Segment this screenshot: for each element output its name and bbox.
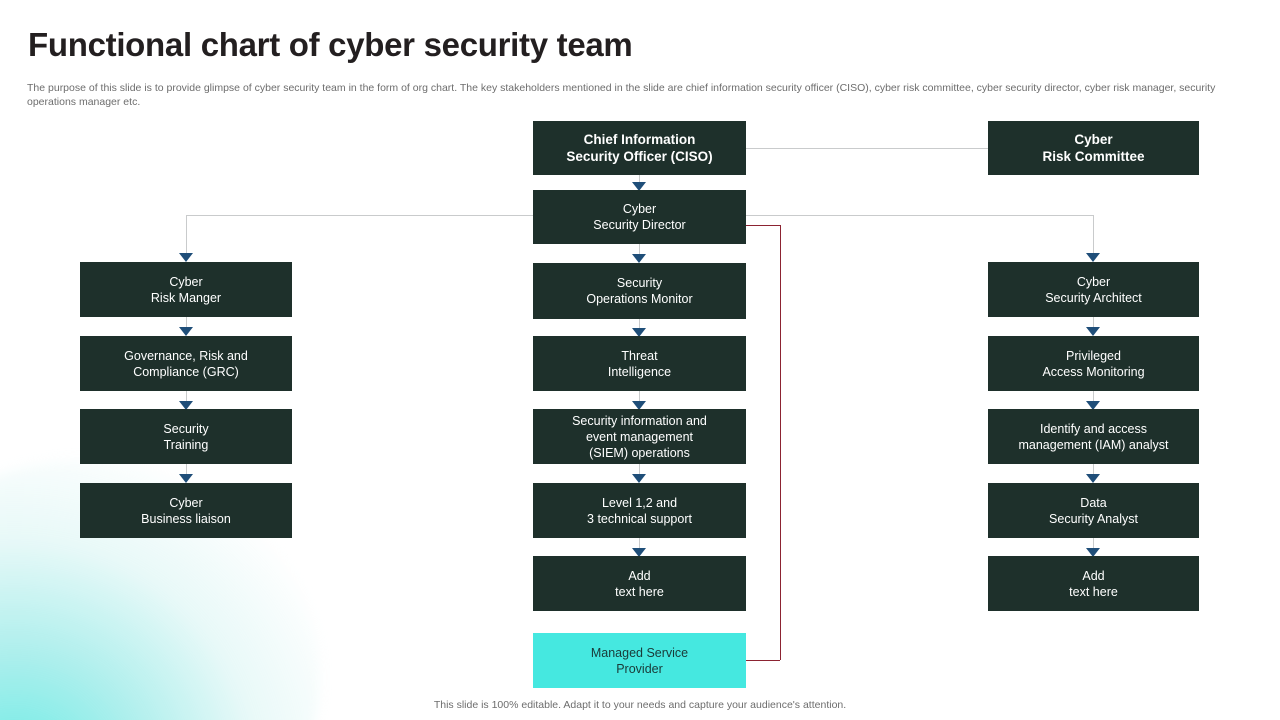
node-middle-4-label: Add text here xyxy=(615,568,664,599)
connector-left-1 xyxy=(186,317,187,335)
node-middle-0[interactable]: Security Operations Monitor xyxy=(533,263,746,319)
node-cyber-security-director[interactable]: Cyber Security Director xyxy=(533,190,746,244)
node-left-1[interactable]: Governance, Risk and Compliance (GRC) xyxy=(80,336,292,391)
node-middle-3-label: Level 1,2 and 3 technical support xyxy=(587,495,692,526)
connector-middle-1 xyxy=(639,319,640,336)
node-left-0-label: Cyber Risk Manger xyxy=(150,274,222,305)
connector-middle-4 xyxy=(639,538,640,556)
node-ciso-label: Chief Information Security Officer (CISO… xyxy=(566,132,713,164)
arrow-icon-left-0 xyxy=(179,253,193,262)
arrow-icon-left-3 xyxy=(179,474,193,483)
node-middle-1[interactable]: Threat Intelligence xyxy=(533,336,746,391)
connector-red-vertical xyxy=(780,225,781,660)
connector-director-drop xyxy=(639,244,640,260)
node-middle-0-label: Security Operations Monitor xyxy=(586,276,693,306)
connector-right-3 xyxy=(1093,464,1094,482)
connector-right-2 xyxy=(1093,391,1094,409)
arrow-icon-right-1 xyxy=(1086,327,1100,336)
node-right-0-label: Cyber Security Architect xyxy=(1045,274,1142,305)
node-cyber-risk-committee[interactable]: Cyber Risk Committee xyxy=(988,121,1199,175)
arrow-icon-left-1 xyxy=(179,327,193,336)
node-middle-2[interactable]: Security information and event managemen… xyxy=(533,409,746,464)
node-right-3-label: Data Security Analyst xyxy=(1049,495,1138,526)
node-middle-2-label: Security information and event managemen… xyxy=(572,413,707,460)
slide-description: The purpose of this slide is to provide … xyxy=(27,82,1216,108)
node-cyber-risk-committee-label: Cyber Risk Committee xyxy=(1042,132,1145,164)
node-ciso[interactable]: Chief Information Security Officer (CISO… xyxy=(533,121,746,175)
arrow-icon-middle-3 xyxy=(632,474,646,483)
connector-ciso-to-director xyxy=(639,175,640,187)
connector-right-4 xyxy=(1093,538,1094,556)
connector-middle-2 xyxy=(639,391,640,409)
node-right-2-label: Identify and access management (IAM) ana… xyxy=(1018,421,1169,452)
node-right-4[interactable]: Add text here xyxy=(988,556,1199,611)
arrow-icon-middle-0 xyxy=(632,254,646,263)
slide-footer-note: This slide is 100% editable. Adapt it to… xyxy=(433,699,847,711)
connector-bus-left-drop xyxy=(186,215,187,261)
node-left-1-label: Governance, Risk and Compliance (GRC) xyxy=(124,348,248,379)
node-left-3[interactable]: Cyber Business liaison xyxy=(80,483,292,538)
connector-ciso-to-risk-committee xyxy=(746,148,988,149)
node-middle-1-label: Threat Intelligence xyxy=(607,348,672,379)
node-middle-3[interactable]: Level 1,2 and 3 technical support xyxy=(533,483,746,538)
page-title: Functional chart of cyber security team xyxy=(28,26,633,63)
connector-left-3 xyxy=(186,464,187,482)
node-right-1-label: Privileged Access Monitoring xyxy=(1042,348,1145,379)
node-left-0[interactable]: Cyber Risk Manger xyxy=(80,262,292,317)
node-middle-4[interactable]: Add text here xyxy=(533,556,746,611)
node-left-2-label: Security Training xyxy=(163,421,209,452)
node-right-3[interactable]: Data Security Analyst xyxy=(988,483,1199,538)
node-cyber-security-director-label: Cyber Security Director xyxy=(593,202,686,232)
node-managed-service-provider-label: Managed Service Provider xyxy=(590,645,689,676)
node-left-2[interactable]: Security Training xyxy=(80,409,292,464)
node-right-4-label: Add text here xyxy=(1069,568,1118,599)
connector-bus-right-drop xyxy=(1093,215,1094,261)
connector-red-top xyxy=(746,225,780,226)
node-right-2[interactable]: Identify and access management (IAM) ana… xyxy=(988,409,1199,464)
connector-left-2 xyxy=(186,391,187,409)
node-managed-service-provider[interactable]: Managed Service Provider xyxy=(533,633,746,688)
connector-middle-3 xyxy=(639,464,640,482)
connector-red-bottom xyxy=(746,660,780,661)
arrow-icon-right-3 xyxy=(1086,474,1100,483)
arrow-icon-right-0 xyxy=(1086,253,1100,262)
node-right-1[interactable]: Privileged Access Monitoring xyxy=(988,336,1199,391)
node-left-3-label: Cyber Business liaison xyxy=(141,495,231,526)
node-right-0[interactable]: Cyber Security Architect xyxy=(988,262,1199,317)
connector-right-1 xyxy=(1093,317,1094,335)
